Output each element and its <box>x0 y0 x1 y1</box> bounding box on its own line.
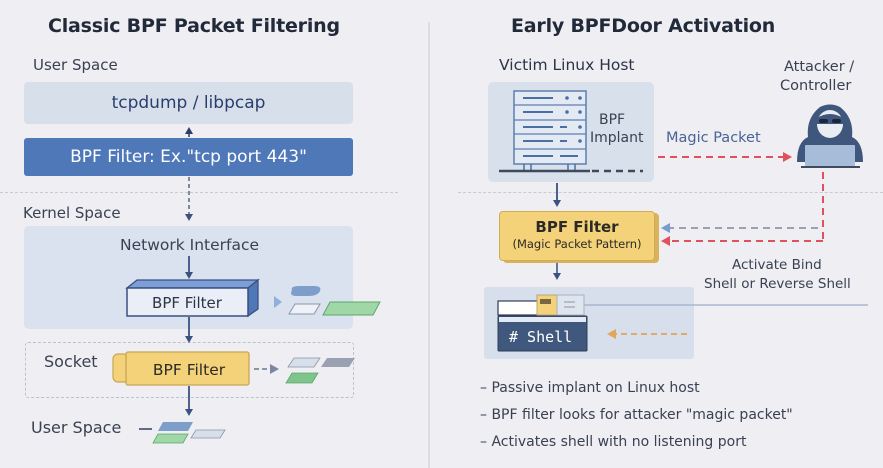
kernel-bpf-filter-label: BPF Filter <box>152 294 223 312</box>
network-interface-label: Network Interface <box>120 236 260 254</box>
implant-label-1: BPF <box>599 112 626 128</box>
section-boundary-right <box>458 192 883 193</box>
tcpdump-label: tcpdump / libpcap <box>111 93 266 113</box>
packet-green <box>285 372 319 384</box>
kernel-bpf-filter-box: BPF Filter <box>125 278 260 318</box>
bpf-example-box: BPF Filter: Ex."tcp port 443" <box>24 138 353 176</box>
socket-label: Socket <box>44 352 98 371</box>
bottom-user-space-label: User Space <box>31 418 122 437</box>
right-panel-title: Early BPFDoor Activation <box>511 15 776 37</box>
bullet-item: – BPF filter looks for attacker "magic p… <box>480 407 793 423</box>
arrow-filter-to-shell <box>553 260 561 280</box>
packet-empty <box>288 303 321 315</box>
bullet-list: – Passive implant on Linux host – BPF fi… <box>480 375 793 456</box>
activate-label-1: Activate Bind <box>732 257 822 273</box>
attacker-icon <box>797 104 863 168</box>
arrow-socket-to-userspace <box>185 386 193 416</box>
arrow-host-to-filter <box>553 183 561 207</box>
magic-packet-label: Magic Packet <box>666 130 761 146</box>
tcpdump-box: tcpdump / libpcap <box>24 82 353 124</box>
packet-light <box>287 357 321 368</box>
arrow-kernel-to-socket <box>185 317 193 343</box>
socket-bpf-filter-label: BPF Filter <box>153 361 226 379</box>
magic-filter-title: BPF Filter <box>535 218 619 236</box>
kernel-space-label: Kernel Space <box>23 204 121 222</box>
implant-label-2: Implant <box>590 130 644 146</box>
filter-output-marker <box>274 296 282 308</box>
user-space-label: User Space <box>33 56 118 74</box>
grey-packet-arrow <box>661 223 818 233</box>
magic-packet-arrow <box>658 152 792 162</box>
socket-packet-stream <box>254 357 355 384</box>
panel-divider <box>428 22 430 468</box>
packet-grey <box>321 358 355 367</box>
packet-blue <box>291 286 321 296</box>
packet-green <box>322 301 381 316</box>
arrow-nic-to-filter <box>185 256 193 279</box>
attacker-return-path <box>661 172 824 246</box>
kernel-packet-stream <box>274 286 381 316</box>
shell-return-arrow <box>607 329 687 339</box>
shell-window-icon: # Shell <box>497 294 868 352</box>
bpf-example-label: BPF Filter: Ex."tcp port 443" <box>70 147 307 167</box>
userspace-packets <box>139 422 226 444</box>
server-icon <box>499 90 643 173</box>
arrow-up-to-tcpdump <box>185 127 193 137</box>
activate-label-2: Shell or Reverse Shell <box>704 276 851 292</box>
magic-filter-box: BPF Filter (Magic Packet Pattern) <box>499 211 655 261</box>
shell-label: # Shell <box>509 328 572 346</box>
attacker-label-2: Controller <box>780 78 852 94</box>
attacker-label-1: Attacker / <box>784 59 855 75</box>
arrow-down-to-kernel <box>185 177 193 221</box>
victim-host-label: Victim Linux Host <box>499 56 635 74</box>
user-kernel-boundary-left <box>0 192 398 193</box>
magic-filter-subtitle: (Magic Packet Pattern) <box>512 237 642 251</box>
bullet-item: – Passive implant on Linux host <box>480 380 700 396</box>
left-panel-title: Classic BPF Packet Filtering <box>48 15 340 37</box>
socket-bpf-filter-box: BPF Filter <box>112 351 250 386</box>
bullet-item: – Activates shell with no listening port <box>480 434 747 450</box>
